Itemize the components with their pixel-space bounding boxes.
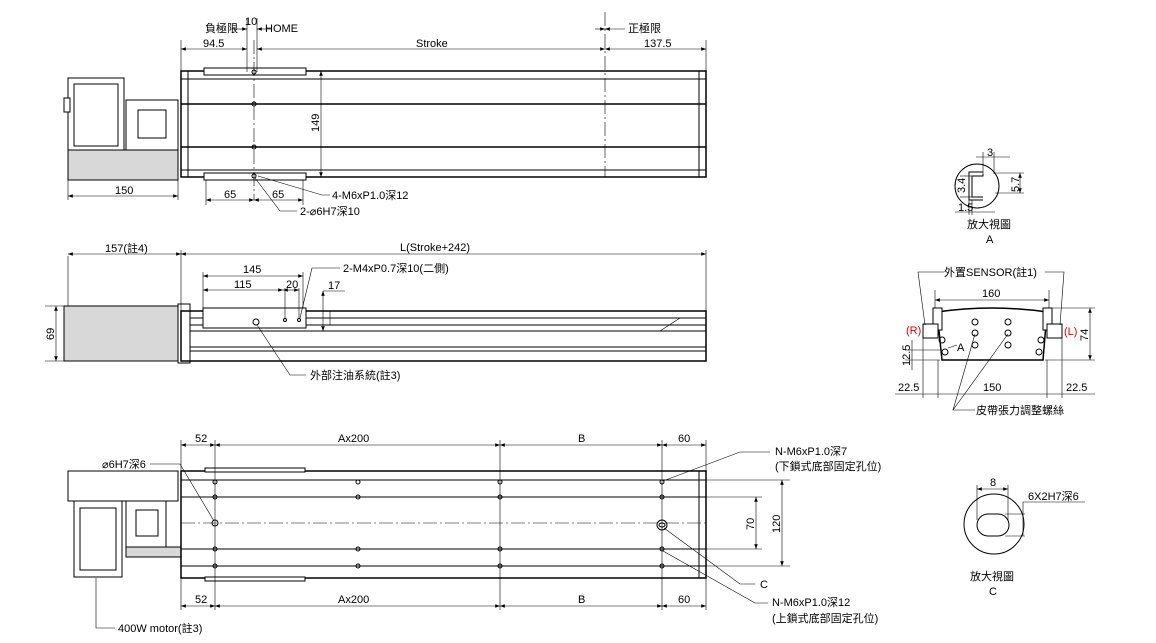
sensor-r-label: (R) [906,325,921,337]
dim-a-1-5: 1.5 [958,202,973,214]
dim-left: 94.5 [203,38,224,50]
belt-tension-note: 皮帶張力調整螺絲 [976,403,1064,417]
carriage-side [202,307,307,329]
note-upper-holes-desc: (上鎖式底部固定孔位) [772,611,878,625]
actuator-body-side [180,310,707,362]
dim-20: 20 [286,279,298,291]
note-pin-holes: 2-⌀6H7深10 [300,205,360,218]
pos-limit-label: 正極限 [628,21,661,35]
note-tapped-holes: 4-M6xP1.0深12 [332,189,408,202]
dim-160: 160 [982,288,1000,300]
dim-stroke: Stroke [416,38,448,50]
note-side-tap: 2-M4xP0.7深10(二側) [343,262,449,275]
end-profile [936,307,1048,361]
dim-motor-width: 150 [115,185,133,197]
note-pin-bottom: ⌀6H7深6 [102,458,146,471]
dim-a-3-4: 3.4 [956,178,968,193]
dim-70: 70 [745,518,757,530]
dim-17: 17 [328,280,340,292]
dim-bottom-ax200: Ax200 [338,594,369,606]
dim-22-5-right: 22.5 [1066,382,1087,394]
end-screws [938,318,1045,356]
dim-150: 150 [983,382,1001,394]
dim-body-height: 149 [310,114,322,132]
dim-65-left: 65 [224,189,236,201]
dim-right: 137.5 [644,38,672,50]
dim-bottom-52: 52 [195,594,207,606]
detail-a: 3 3.4 5.7 1.5 放大視圖 A [954,147,1024,246]
sensor-label: 外置SENSOR(註1) [944,266,1037,279]
dim-12-5: 12.5 [901,345,913,366]
dim-top-60: 60 [678,433,690,445]
dim-a-5-7: 5.7 [1010,177,1022,192]
dim-74: 74 [1079,329,1091,341]
note-lower-holes-desc: (下鎖式底部固定孔位) [775,459,881,473]
carriage-bottom [203,172,307,181]
dim-120: 120 [771,515,783,533]
note-lower-holes: N-M6xP1.0深7 [775,445,847,458]
home-label: HOME [265,23,298,35]
actuator-body-bottom [180,470,707,579]
motor-side [63,305,179,362]
dim-top-52: 52 [195,433,207,445]
mount-holes [211,479,668,569]
dim-c-8: 8 [990,477,996,489]
detail-c-letter: C [989,586,997,598]
carriage-top [203,67,307,76]
dim-top-ax200: Ax200 [338,433,369,445]
end-view: 外置SENSOR(註1) 160 74 (R) (L) A 12.5 22.5 … [895,266,1095,417]
sensor-l-label: (L) [1064,326,1077,338]
dim-top-b: B [578,433,585,445]
dim-65-right: 65 [272,189,284,201]
note-motor: 400W motor(註3) [118,622,202,635]
dim-total-length: L(Stroke+242) [400,242,470,254]
detail-a-callout: A [957,342,965,354]
dim-bottom-b: B [578,594,585,606]
dim-motor-height: 69 [45,328,57,340]
detail-c: 8 6X2H7深6 放大視圖 C [963,477,1085,598]
neg-limit-label: 負極限 [205,21,238,35]
note-detail-c: C [760,579,768,591]
dim-a-3: 3 [987,147,993,159]
top-view: 負極限 10 HOME 正極限 94.5 Stroke 137.5 149 15… [63,12,707,218]
motor-base [67,149,179,181]
detail-c-caption: 放大視圖 [970,569,1014,583]
detail-a-caption: 放大視圖 [967,217,1011,231]
dim-22-5-left: 22.5 [898,382,919,394]
bottom-view: 52 Ax200 B 60 52 Ax200 B 60 70 120 ⌀6H7深… [67,433,881,635]
dim-motor-length: 157(註4) [105,242,148,255]
side-view: 157(註4) L(Stroke+242) 69 145 115 20 17 2… [45,242,707,382]
home-offset-label: 10 [245,16,257,28]
dim-145: 145 [243,264,261,276]
motor-base-bottom [67,470,179,502]
note-upper-holes: N-M6xP1.0深12 [772,596,850,609]
dim-bottom-60: 60 [678,594,690,606]
note-oil-system: 外部注油系統(註3) [310,368,400,382]
actuator-body-top [180,70,707,178]
detail-a-letter: A [986,234,994,246]
dim-115: 115 [234,279,252,291]
note-c-hole: 6X2H7深6 [1028,490,1079,503]
